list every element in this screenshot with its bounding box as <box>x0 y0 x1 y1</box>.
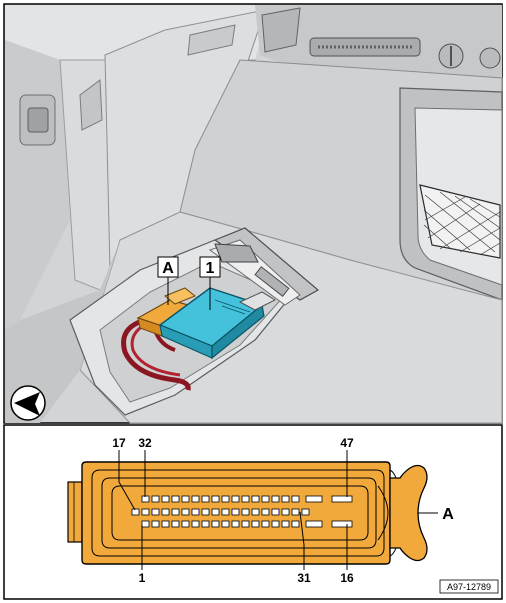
photo-callouts: A 1 <box>157 256 221 310</box>
connector-a-photo <box>136 287 196 337</box>
pin-label-47: 47 <box>340 436 354 450</box>
trim-vent <box>309 37 421 57</box>
callout-1-label: 1 <box>206 260 215 277</box>
pinout-panel: 17 32 47 1 31 16 A A97-12789 <box>3 424 503 600</box>
pin-row-middle <box>131 508 310 516</box>
reference-code: A97-12789 <box>439 579 499 594</box>
pin-label-16: 16 <box>340 571 354 585</box>
pin-row-upper <box>141 495 353 503</box>
storage-net <box>399 87 503 301</box>
connector-a-pinout <box>67 461 428 565</box>
reference-code-text: A97-12789 <box>447 582 491 592</box>
callout-a-label: A <box>162 260 174 277</box>
pin-label-17: 17 <box>112 436 126 450</box>
pin-label-31: 31 <box>297 571 311 585</box>
control-unit-photo <box>158 287 277 360</box>
pin-leaders <box>118 450 438 570</box>
direction-arrow-icon <box>10 385 46 421</box>
pin-label-32: 32 <box>138 436 152 450</box>
connector-a-label: A <box>442 506 454 523</box>
pin-row-lower <box>141 520 353 528</box>
pin-label-1: 1 <box>139 571 146 585</box>
seat-latch <box>19 79 103 146</box>
photo-panel: A 1 <box>3 3 503 424</box>
